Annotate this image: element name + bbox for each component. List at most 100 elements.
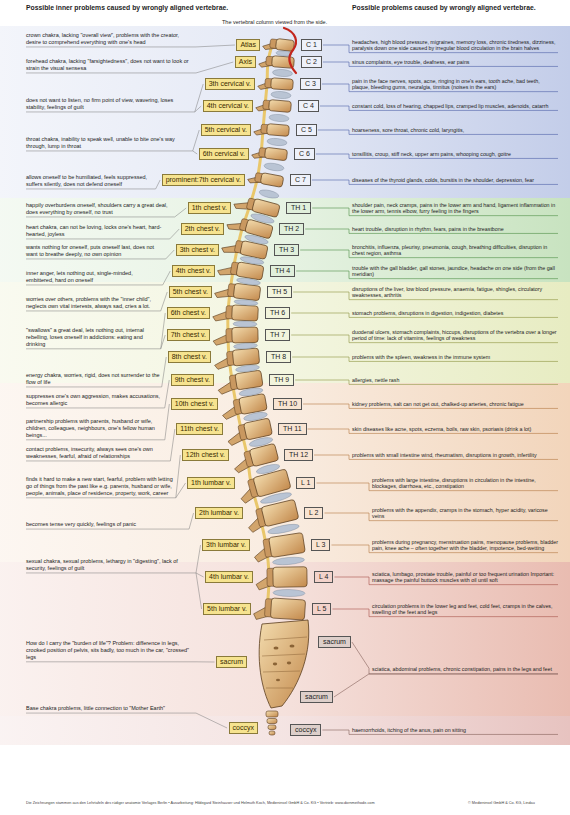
leader-line	[293, 292, 558, 300]
leader-line	[26, 216, 175, 217]
vertebra-tag: 2th chest v.	[181, 223, 224, 234]
tag-text: C 6	[299, 150, 310, 157]
vertebra-tag: 3th lumbar v.	[202, 539, 250, 550]
coccyx-segment	[266, 711, 278, 717]
sacral-foramen	[273, 663, 277, 666]
tag-text: 11th chest v.	[180, 425, 219, 432]
leader-line	[195, 106, 202, 112]
sacral-foramen	[287, 662, 291, 665]
tag-text: TH 7	[270, 331, 285, 338]
symptom-text: pain in the face nerves, spots, acne, ri…	[352, 78, 558, 91]
leader-line	[352, 642, 558, 674]
leader-line	[165, 380, 170, 408]
tag-text: Axis	[239, 58, 252, 65]
tag-text: C 7	[295, 176, 306, 183]
leader-line	[166, 250, 175, 259]
leader-line	[196, 573, 202, 609]
vertebra-tag: 6th cervical v.	[199, 148, 249, 159]
leader-line	[26, 150, 193, 151]
intervertebral-disc	[243, 411, 268, 423]
vertebra	[256, 567, 307, 590]
vertebra-tag: 4th chest v.	[172, 265, 215, 276]
vertebra	[247, 170, 284, 188]
cervical-band	[0, 26, 570, 198]
tag-text: TH 9	[274, 376, 289, 383]
leader-line	[196, 573, 204, 577]
inner-problem-text: energy chakra, worries, rigid, does not …	[26, 372, 160, 386]
intervertebral-disc	[267, 522, 300, 535]
vertebra-tag: Axis	[235, 56, 256, 67]
leader-line	[26, 439, 165, 440]
symptom-text: allergies, nettle rash	[352, 377, 558, 383]
color-bands	[0, 26, 570, 745]
leader-line	[26, 713, 196, 714]
vertebra-tag: 4th cervical v.	[203, 100, 253, 111]
vertebra-tag: 7th chest v.	[167, 329, 210, 340]
tag-text: 6th chest v.	[171, 309, 206, 316]
intervertebral-disc	[272, 556, 304, 566]
leader-lines	[26, 45, 558, 734]
symptom-text: heart trouble, disruption in rhythm, fea…	[352, 226, 558, 232]
leader-line	[26, 188, 156, 189]
vertebral-body	[267, 124, 290, 137]
segment-tag: C 1	[301, 39, 322, 50]
symptom-text: headaches, high blood pressure, migraine…	[352, 39, 558, 52]
coccyx-band	[0, 716, 570, 745]
symptom-text: kidney problems, salt can not get out, c…	[352, 401, 558, 407]
intervertebral-disc	[250, 212, 275, 225]
leader-line	[193, 151, 198, 154]
tag-text: TH 6	[270, 309, 285, 316]
tag-text: TH 8	[271, 353, 286, 360]
symptom-text: problems with large intestine, disruptio…	[372, 477, 558, 490]
tag-text: coccyx	[233, 724, 254, 731]
inner-problem-text: sexual chakra, sexual problems, lethargy…	[26, 558, 194, 572]
leader-line	[26, 386, 162, 387]
segment-tag: C 5	[296, 124, 317, 135]
vertebra-tag: 9th chest v.	[171, 374, 214, 385]
leader-line	[176, 455, 181, 498]
vertebra-tag: 12th chest v.	[182, 449, 229, 460]
intervertebral-disc	[258, 188, 279, 199]
inner-problem-text: How do I carry the "burden of life"? Pro…	[26, 640, 194, 661]
leader-line	[26, 258, 166, 259]
tag-text: L 4	[319, 573, 328, 580]
credit-note: © Medieninsel GmbH & Co. KG, Lindau	[468, 801, 535, 806]
tag-text: TH 1	[291, 204, 306, 211]
segment-tag: TH 4	[270, 265, 295, 276]
vertebra-tag: 5th lumbar v.	[203, 603, 251, 614]
vertebra	[262, 37, 294, 53]
leader-line	[26, 348, 161, 349]
sacral-foramen	[276, 679, 280, 682]
inner-problem-text: worries over others, problems with the "…	[26, 296, 159, 310]
tag-text: C 3	[305, 80, 316, 87]
mid-thoracic-band	[0, 282, 570, 383]
tag-text: 7th chest v.	[171, 331, 206, 338]
vertebral-body	[235, 370, 263, 390]
inner-problem-text: forehead chakra, lacking "farsightedness…	[26, 58, 194, 72]
vertebral-body	[236, 262, 264, 280]
column-heading: Possible problems caused by wrongly alig…	[352, 4, 536, 12]
vertebra-tag: 8th chest v.	[168, 351, 211, 362]
vertebral-body	[260, 173, 284, 188]
segment-tag: C 6	[294, 148, 315, 159]
symptom-text: sciatica, abdominal problems, chronic co…	[372, 666, 558, 672]
vertebra-tag: prominent:7th cervical v.	[162, 174, 245, 185]
tag-text: coccyx	[295, 726, 316, 733]
vertebral-body	[232, 348, 259, 366]
tag-text: 1th lumbar v.	[191, 479, 231, 486]
coccyx-segment	[268, 725, 276, 730]
tag-text: 4th cervical v.	[207, 102, 249, 109]
tag-text: C 4	[303, 102, 314, 109]
segment-tag: L 4	[314, 571, 333, 582]
vertebra-tag: 3th cervical v.	[205, 78, 255, 89]
segment-tag: TH 5	[267, 286, 292, 297]
tag-text: sacrum	[220, 658, 243, 665]
segment-tag: C 7	[290, 174, 311, 185]
segment-tag: L 3	[311, 539, 330, 550]
symptom-text: hoarseness, sore throat, chronic cold, l…	[352, 127, 558, 133]
vertebral-body	[249, 443, 279, 466]
segment-tag: L 2	[304, 507, 323, 518]
coccyx-segment	[269, 731, 275, 735]
leader-line	[170, 229, 180, 239]
vertebral-body	[233, 283, 261, 301]
